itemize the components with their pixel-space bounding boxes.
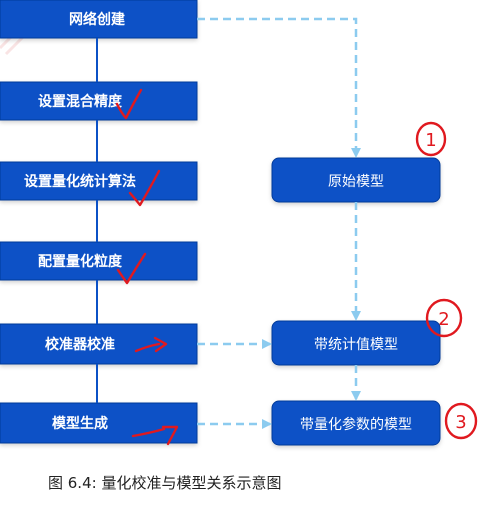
- flow-step-model-generate: 模型生成: [0, 402, 198, 444]
- model-label: 原始模型: [328, 174, 384, 190]
- arrow-scribble-icon: [131, 425, 179, 446]
- dashed-arrows: [197, 17, 361, 429]
- flow-step-calibrator: 校准器校准: [0, 323, 198, 365]
- model-label: 带量化参数的模型: [300, 416, 412, 433]
- circled-number-1-icon: [415, 121, 447, 157]
- flow-step-quant-granularity: 配置量化粒度: [0, 241, 198, 281]
- flow-step-label: 模型生成: [52, 415, 108, 432]
- circled-number-3-icon: [444, 402, 478, 440]
- checkmark-icon: [115, 88, 143, 120]
- flow-step-label: 配置量化粒度: [38, 253, 123, 270]
- model-original: 原始模型: [271, 157, 441, 203]
- arrow-network-to-original: [197, 17, 361, 158]
- flow-step-label: 网络创建: [69, 11, 125, 28]
- model-with-stats: 带统计值模型: [271, 320, 441, 366]
- flow-step-quant-stat-algorithm: 设置量化统计算法: [0, 161, 198, 201]
- flow-step-mixed-precision: 设置混合精度: [0, 81, 198, 121]
- circled-number-label: 2: [438, 309, 449, 330]
- checkmark-icon: [128, 169, 161, 207]
- circled-number-label: 3: [455, 412, 466, 433]
- handwritten-marks: [115, 88, 478, 446]
- circled-number-label: 1: [425, 130, 436, 151]
- figure-caption: 图 6.4: 量化校准与模型关系示意图: [48, 474, 282, 492]
- circled-number-2-icon: [425, 298, 463, 338]
- circled-number-labels: 1 2 3: [425, 130, 466, 433]
- flow-step-label: 设置混合精度: [38, 93, 123, 110]
- checkmark-icon: [116, 252, 147, 285]
- model-with-quant-params: 带量化参数的模型: [271, 400, 441, 446]
- flow-step-label: 校准器校准: [45, 336, 115, 353]
- arrow-scribble-icon: [134, 336, 168, 353]
- flow-step-label: 设置量化统计算法: [24, 173, 136, 190]
- flow-step-network-create: 网络创建: [0, 0, 198, 39]
- model-label: 带统计值模型: [314, 337, 398, 353]
